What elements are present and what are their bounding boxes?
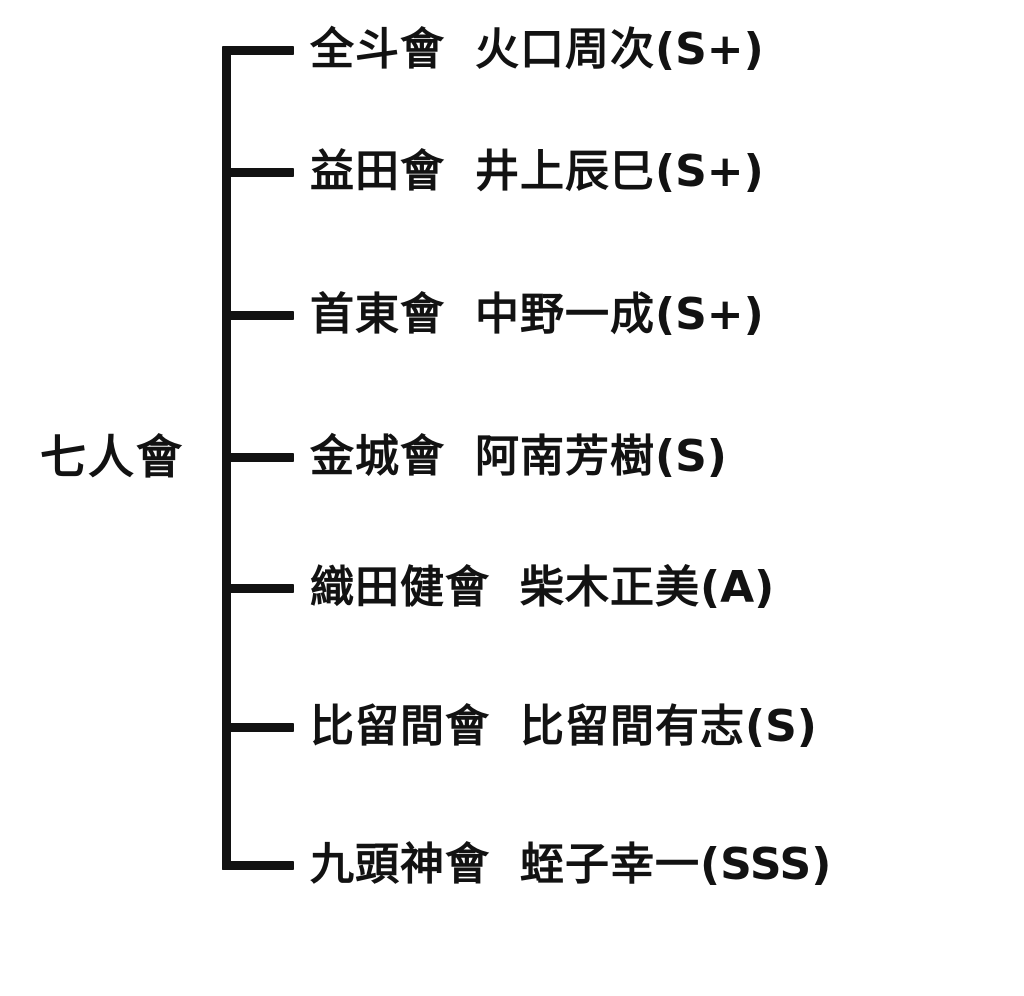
branch-connector-line [222,46,294,55]
branch-row-text: 比留間會比留間有志(S) [310,705,817,749]
branch-row-text: 首東會中野一成(S+) [310,293,764,337]
branch-row-text: 全斗會火口周次(S+) [310,28,764,72]
group-name: 織田健會 [310,562,490,613]
person-name: 比留間有志 [520,701,745,752]
rank-badge: (S+) [655,146,764,197]
group-name: 首東會 [310,289,445,340]
group-name: 金城會 [310,431,445,482]
person-name: 蛭子幸一 [520,839,700,890]
branch-connector-line [222,584,294,593]
rank-badge: (A) [700,562,775,613]
branch-connector-line [222,723,294,732]
group-name: 益田會 [310,146,445,197]
branch-connector-line [222,453,294,462]
person-name: 阿南芳樹 [475,431,655,482]
rank-badge: (S) [655,431,727,482]
branch-connector-line [222,311,294,320]
branch-row-text: 九頭神會蛭子幸一(SSS) [310,843,831,887]
person-name: 中野一成 [475,289,655,340]
branch-row-text: 益田會井上辰巳(S+) [310,150,764,194]
group-name: 比留間會 [310,701,490,752]
rank-badge: (S+) [655,289,764,340]
rank-badge: (S) [745,701,817,752]
root-node-label: 七人會 [40,430,184,484]
person-name: 柴木正美 [520,562,700,613]
group-name: 九頭神會 [310,839,490,890]
branch-connector-line [222,168,294,177]
rank-badge: (S+) [655,24,764,75]
group-name: 全斗會 [310,24,445,75]
person-name: 火口周次 [475,24,655,75]
branch-row-text: 金城會阿南芳樹(S) [310,435,727,479]
branch-connector-line [222,861,294,870]
rank-badge: (SSS) [700,839,832,890]
branch-row-text: 織田健會柴木正美(A) [310,566,774,610]
person-name: 井上辰巳 [475,146,655,197]
